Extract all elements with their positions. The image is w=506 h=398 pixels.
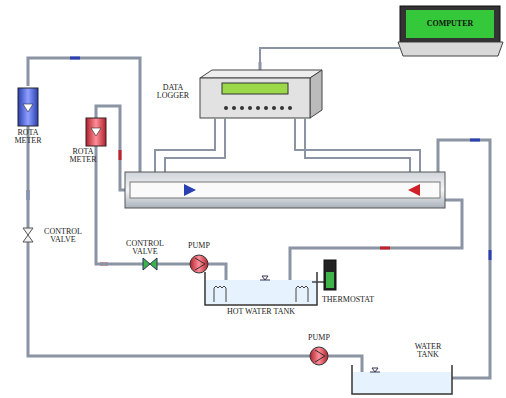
pump: PUMP	[185, 242, 213, 276]
pipe-connector	[334, 355, 350, 358]
node-label: CONTROL VALVE	[38, 228, 88, 245]
data-logger-box	[200, 62, 322, 118]
pipe-connector	[170, 263, 185, 266]
node-label: ROTA METER	[66, 148, 100, 165]
node-label: ROTA METER	[8, 129, 48, 146]
sensor-wire	[155, 118, 420, 172]
computer-screen: COMPUTER	[400, 6, 500, 56]
node-label: PUMP	[185, 242, 213, 250]
pipe-connector	[28, 254, 304, 356]
node-label: WATER TANK	[406, 343, 450, 360]
node-label: HOT WATER TANK	[205, 308, 317, 316]
rota-meter: ROTA METER	[66, 116, 112, 174]
control-valve: CONTROL VALVE	[18, 226, 90, 254]
node-label: COMPUTER	[400, 20, 500, 28]
thermostat: THERMOSTAT	[318, 258, 378, 306]
tank-symbol	[205, 260, 336, 305]
node-label: THERMOSTAT	[318, 296, 378, 304]
pump: PUMP	[304, 334, 334, 368]
node-label: DATA LOGGER	[148, 84, 198, 101]
data-logger: DATA LOGGER	[148, 62, 323, 118]
pipe-connector	[27, 152, 30, 226]
rota-meter: ROTA METER	[8, 86, 52, 152]
control-valve: CONTROL VALVE	[120, 240, 170, 276]
pipe	[28, 58, 490, 385]
flow-marker	[28, 58, 490, 264]
tank-symbol	[352, 365, 452, 394]
pipe-connector	[96, 174, 120, 264]
water-tank: WATER TANK	[350, 343, 454, 395]
node-label: CONTROL VALVE	[120, 240, 170, 257]
pump-symbol	[190, 255, 328, 365]
node-label: PUMP	[304, 334, 334, 342]
laptop-symbol	[398, 6, 503, 56]
pipe-connector	[213, 264, 226, 272]
heat-exchanger	[125, 172, 445, 208]
data-cable	[260, 48, 400, 62]
hot-water-tank: HOT WATER TANK	[205, 272, 317, 326]
